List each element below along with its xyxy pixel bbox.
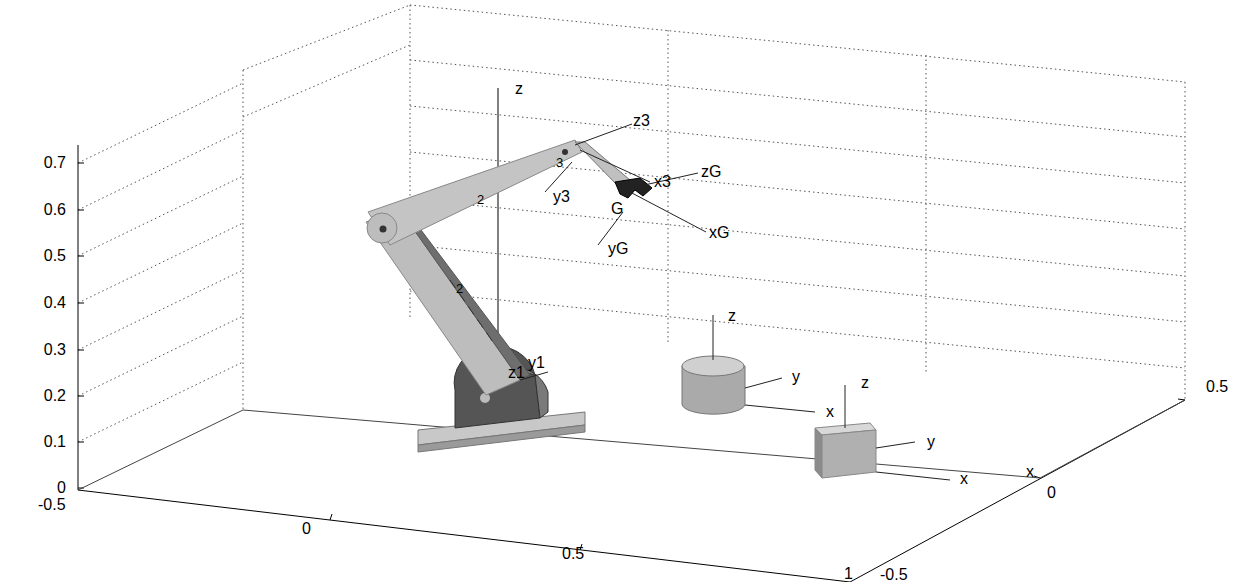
frame-label: z3 [633,112,650,130]
frame-label: y [927,433,935,451]
tick-label: 0.5 [562,545,584,563]
frame-label: xG [709,224,729,242]
tick-label: 0 [1047,484,1056,502]
frame-label: 3 [556,156,563,170]
frame-label: 2 [477,193,484,207]
frame-label: y [792,368,800,386]
frame-label: z1 [508,364,525,382]
tick-label: -0.5 [38,496,66,514]
frame-label: yG [608,240,628,258]
frame-label: y1 [528,354,545,372]
tick-label: 0 [57,479,66,497]
tick-label: 0.3 [44,341,66,359]
tick-label: 0.7 [44,154,66,172]
frame-label: zG [701,163,721,181]
tick-label: 0.1 [44,433,66,451]
tick-label: 0.5 [1206,378,1228,396]
frame-label: x3 [654,173,671,191]
tick-label: 0.5 [44,247,66,265]
tick-label: 0.6 [44,201,66,219]
frame-label: x [960,470,968,488]
frame-label: y3 [553,188,570,206]
tick-label: -0.5 [880,566,908,582]
frame-label: x [1026,463,1034,481]
frame-label: 2 [456,282,463,296]
frame-label: x [826,403,834,421]
tick-label: 0 [302,520,311,538]
frame-label: z [515,80,523,98]
tick-label: 1 [844,565,853,582]
tick-label: 0.2 [44,387,66,405]
frame-label: G [611,200,623,218]
tick-label: 0.4 [44,294,66,312]
frame-label: z [728,307,736,325]
frame-label: z [861,374,869,392]
